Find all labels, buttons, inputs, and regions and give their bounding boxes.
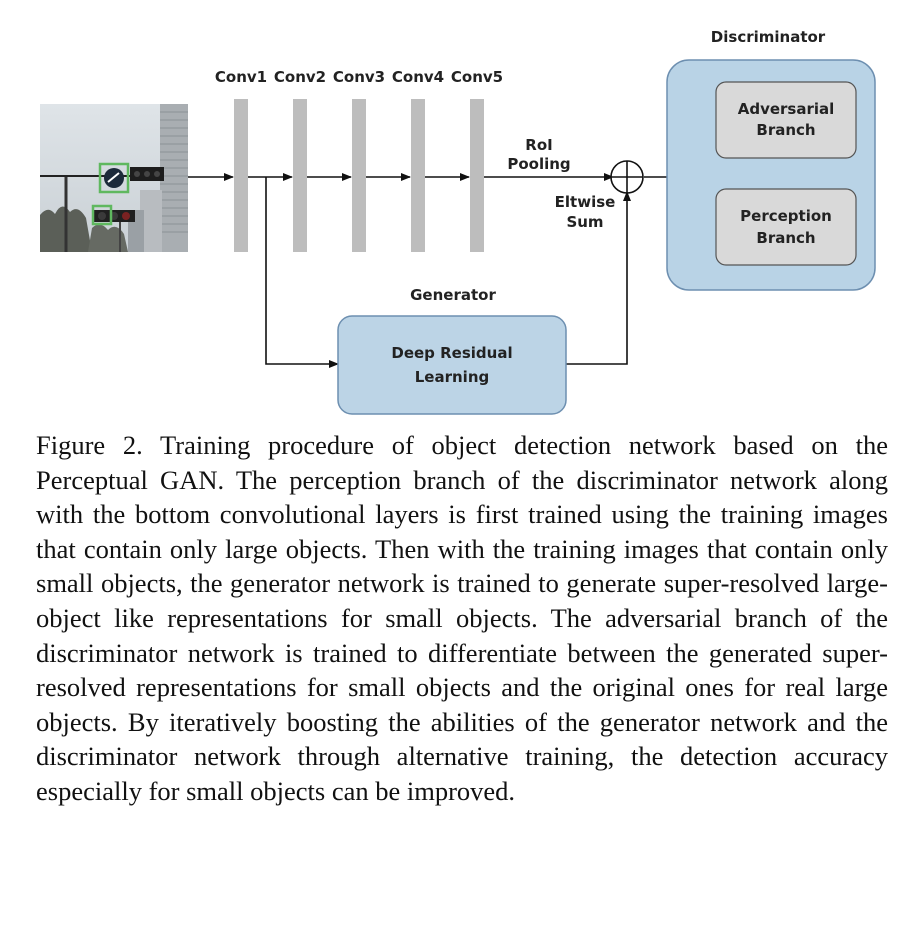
adversarial-label-line1: Adversarial	[738, 100, 835, 118]
conv5-label: Conv5	[451, 68, 503, 86]
conv5-block	[470, 99, 484, 252]
discriminator-title: Discriminator	[711, 28, 826, 46]
conv1-label: Conv1	[215, 68, 267, 86]
figure-caption: Figure 2. Training procedure of object d…	[36, 430, 888, 806]
conv2-block	[293, 99, 307, 252]
perception-label-line1: Perception	[740, 207, 832, 225]
residual-label-line1: Deep Residual	[391, 344, 512, 362]
eltwise-label-line1: Eltwise	[555, 193, 616, 211]
conv1-block	[234, 99, 248, 252]
eltwise-label-line2: Sum	[566, 213, 603, 231]
conv3-block	[352, 99, 366, 252]
conv2-label: Conv2	[274, 68, 326, 86]
adversarial-label-line2: Branch	[756, 121, 815, 139]
perception-label-line2: Branch	[756, 229, 815, 247]
generator-box	[337, 315, 567, 415]
conv3-label: Conv3	[333, 68, 385, 86]
perceptual-gan-diagram: Conv1 Conv2 Conv3 Conv4 Conv5 RoI Poolin…	[40, 28, 876, 415]
generator-title: Generator	[410, 286, 496, 304]
roi-label-line1: RoI	[525, 136, 552, 154]
conv4-block	[411, 99, 425, 252]
adversarial-branch-box	[715, 81, 857, 159]
roi-label-line2: Pooling	[507, 155, 570, 173]
eltwise-sum-node	[610, 160, 644, 194]
residual-label-line2: Learning	[415, 368, 490, 386]
input-image	[40, 104, 188, 252]
conv4-label: Conv4	[392, 68, 444, 86]
perception-branch-box	[715, 188, 857, 266]
